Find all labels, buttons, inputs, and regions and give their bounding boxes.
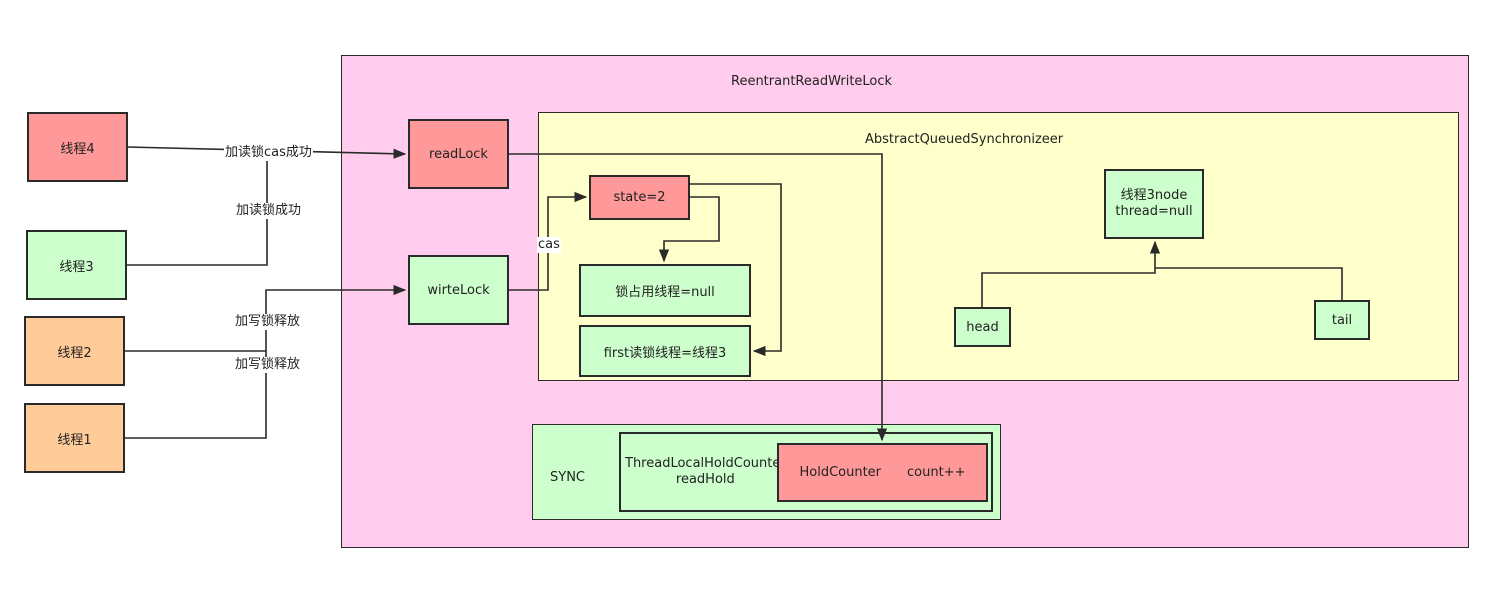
- edge-label-write-release-2: 加写锁释放: [234, 357, 302, 373]
- thread-3-node-label: 线程3node thread=null: [1115, 188, 1193, 219]
- head-box: head: [954, 307, 1011, 347]
- thread-3-box: 线程3: [26, 230, 127, 300]
- write-lock-box: wirteLock: [408, 255, 509, 325]
- aqs-title: AbstractQueuedSynchronizeer: [865, 132, 1064, 147]
- hold-counter-name: HoldCounter: [799, 465, 882, 480]
- edge-label-write-release-1: 加写锁释放: [234, 314, 302, 330]
- edge-label-read-success: 加读锁成功: [235, 203, 303, 219]
- lock-owner-label: 锁占用线程=null: [615, 285, 715, 300]
- state-label: state=2: [613, 190, 666, 205]
- thread-1-box: 线程1: [24, 403, 125, 473]
- state-box: state=2: [589, 175, 690, 220]
- read-lock-label: readLock: [429, 146, 488, 162]
- hold-counter-count: count++: [907, 465, 966, 480]
- write-lock-label: wirteLock: [427, 282, 490, 298]
- thread-1-label: 线程1: [57, 432, 92, 448]
- thread-4-box: 线程4: [27, 112, 128, 182]
- reentrant-read-write-lock-title: ReentrantReadWriteLock: [731, 74, 893, 89]
- lock-owner-box: 锁占用线程=null: [579, 264, 751, 317]
- first-reader-box: first读锁线程=线程3: [579, 325, 751, 377]
- thread-4-label: 线程4: [60, 141, 95, 157]
- edge-label-cas: cas: [537, 237, 561, 253]
- first-reader-label: first读锁线程=线程3: [603, 345, 727, 361]
- sync-label: SYNC: [550, 470, 585, 485]
- read-lock-box: readLock: [408, 119, 509, 189]
- thread-2-label: 线程2: [57, 345, 92, 361]
- tail-label: tail: [1331, 312, 1353, 328]
- thread-3-label: 线程3: [59, 259, 94, 275]
- thread-local-hold-counter-label: ThreadLocalHoldCounter readHold: [625, 456, 786, 487]
- head-label: head: [966, 319, 999, 335]
- thread-3-node-box: 线程3node thread=null: [1104, 169, 1204, 239]
- thread-2-box: 线程2: [24, 316, 125, 386]
- edge-label-read-cas-success: 加读锁cas成功: [224, 145, 313, 161]
- hold-counter-box: HoldCounter count++: [777, 443, 988, 502]
- tail-box: tail: [1314, 300, 1370, 340]
